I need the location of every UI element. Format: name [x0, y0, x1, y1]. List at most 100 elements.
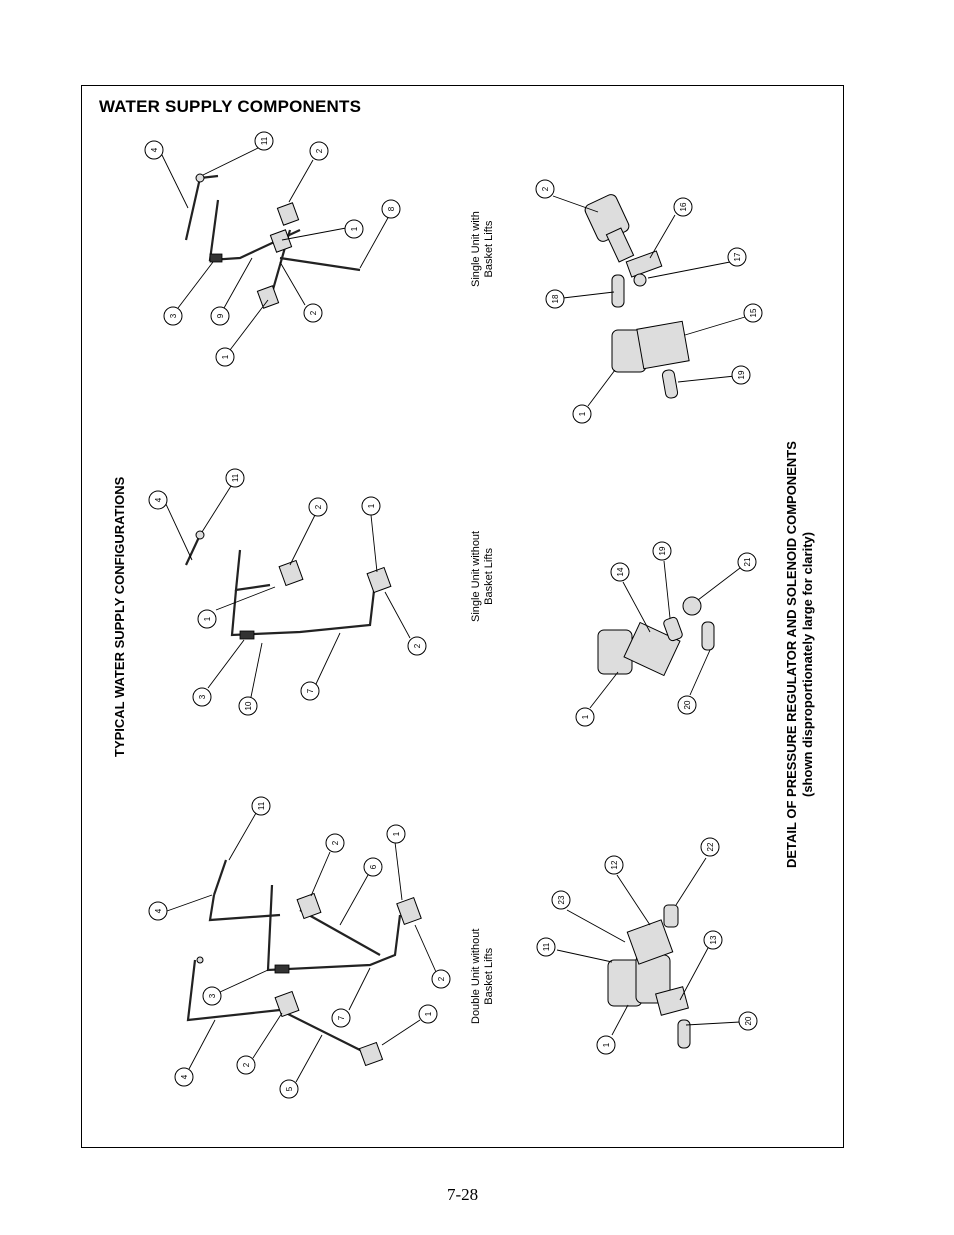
svg-text:3: 3: [208, 993, 217, 998]
callout-c9: 1: [418, 1004, 438, 1024]
svg-text:7: 7: [337, 1015, 346, 1020]
callout-d2: 16: [673, 197, 693, 217]
detail-regulator-without-lifts: [597, 596, 715, 677]
callout-a8: 2: [303, 303, 323, 323]
svg-text:7: 7: [306, 688, 315, 693]
single-unit-without-lifts-assembly: [185, 530, 392, 640]
callout-c3: 1: [386, 824, 406, 844]
svg-text:1: 1: [392, 831, 401, 836]
callout-b4: 1: [197, 609, 217, 629]
callout-d5: 15: [743, 303, 763, 323]
callout-b1: 4: [148, 490, 168, 510]
callout-a6: 3: [163, 306, 183, 326]
callout-d1: 2: [535, 179, 555, 199]
callout-b7: 10: [238, 696, 258, 716]
callout-a7: 9: [210, 306, 230, 326]
callout-d4: 18: [545, 289, 565, 309]
svg-text:1: 1: [203, 616, 212, 621]
callout-c5: 4: [148, 901, 168, 921]
svg-text:20: 20: [683, 700, 692, 709]
callout-c1: 11: [251, 796, 271, 816]
callout-f4: 11: [536, 937, 556, 957]
svg-text:4: 4: [150, 147, 159, 152]
callout-c11: 2: [236, 1055, 256, 1075]
callout-a9: 1: [215, 347, 235, 367]
svg-text:14: 14: [616, 567, 625, 576]
svg-text:23: 23: [557, 895, 566, 904]
svg-text:2: 2: [541, 186, 550, 191]
callout-bubbles: 4 11 2 8 1 3 9 2 1 4 11 2 1 1 3 10 7 2 1…: [144, 131, 763, 1099]
callout-c12: 5: [279, 1079, 299, 1099]
svg-text:9: 9: [216, 313, 225, 318]
callout-c10: 4: [174, 1067, 194, 1087]
svg-text:1: 1: [221, 354, 230, 359]
callout-e4: 1: [575, 707, 595, 727]
callout-f7: 20: [738, 1011, 758, 1031]
svg-text:11: 11: [257, 801, 266, 810]
detail-solenoid-double: [607, 904, 691, 1049]
callout-f6: 1: [596, 1035, 616, 1055]
callout-f3: 22: [700, 837, 720, 857]
callout-d6: 19: [731, 365, 751, 385]
svg-text:5: 5: [285, 1086, 294, 1091]
svg-text:19: 19: [658, 546, 667, 555]
svg-text:3: 3: [198, 694, 207, 699]
svg-text:1: 1: [367, 503, 376, 508]
callout-a1: 4: [144, 140, 164, 160]
callout-f1: 12: [604, 855, 624, 875]
svg-text:11: 11: [260, 136, 269, 145]
svg-text:2: 2: [242, 1062, 251, 1067]
callout-c6: 3: [202, 986, 222, 1006]
drawing-frame: [81, 85, 844, 1148]
callout-c4: 6: [363, 857, 383, 877]
callout-a2: 11: [254, 131, 274, 151]
callout-e3: 21: [737, 552, 757, 572]
svg-text:12: 12: [610, 860, 619, 869]
svg-text:8: 8: [387, 206, 396, 211]
callout-c2: 2: [325, 833, 345, 853]
svg-text:17: 17: [733, 252, 742, 261]
svg-text:13: 13: [709, 935, 718, 944]
svg-text:3: 3: [169, 313, 178, 318]
svg-text:18: 18: [551, 294, 560, 303]
double-unit-without-lifts-assembly: [186, 859, 422, 1067]
callout-e5: 20: [677, 695, 697, 715]
svg-text:1: 1: [602, 1042, 611, 1047]
svg-text:19: 19: [737, 370, 746, 379]
callout-d3: 17: [727, 247, 747, 267]
single-unit-with-lifts-assembly: [184, 173, 361, 309]
callout-f2: 23: [551, 890, 571, 910]
callout-b9: 2: [407, 636, 427, 656]
svg-text:1: 1: [424, 1011, 433, 1016]
svg-text:16: 16: [679, 202, 688, 211]
callout-c8: 2: [431, 969, 451, 989]
svg-text:2: 2: [314, 504, 323, 509]
svg-text:10: 10: [244, 701, 253, 710]
callout-c7: 7: [331, 1008, 351, 1028]
svg-text:1: 1: [350, 226, 359, 231]
callout-b5: 1: [361, 496, 381, 516]
page-number: 7-28: [447, 1185, 479, 1204]
svg-text:2: 2: [309, 310, 318, 315]
callout-a5: 1: [344, 219, 364, 239]
svg-text:2: 2: [413, 643, 422, 648]
callout-b6: 3: [192, 687, 212, 707]
svg-text:2: 2: [437, 976, 446, 981]
svg-text:11: 11: [231, 473, 240, 482]
page-title: WATER SUPPLY COMPONENTS: [99, 97, 362, 116]
callout-b2: 11: [225, 468, 245, 488]
detail-regulator-with-lifts: [584, 194, 690, 399]
callout-b3: 2: [308, 497, 328, 517]
svg-text:4: 4: [154, 497, 163, 502]
svg-text:4: 4: [180, 1074, 189, 1079]
callout-d7: 1: [572, 404, 592, 424]
callout-e2: 19: [652, 541, 672, 561]
callout-f5: 13: [703, 930, 723, 950]
svg-text:2: 2: [331, 840, 340, 845]
callout-b8: 7: [300, 681, 320, 701]
svg-text:4: 4: [154, 908, 163, 913]
callout-a3: 2: [309, 141, 329, 161]
callout-a4: 8: [381, 199, 401, 219]
svg-text:1: 1: [578, 411, 587, 416]
